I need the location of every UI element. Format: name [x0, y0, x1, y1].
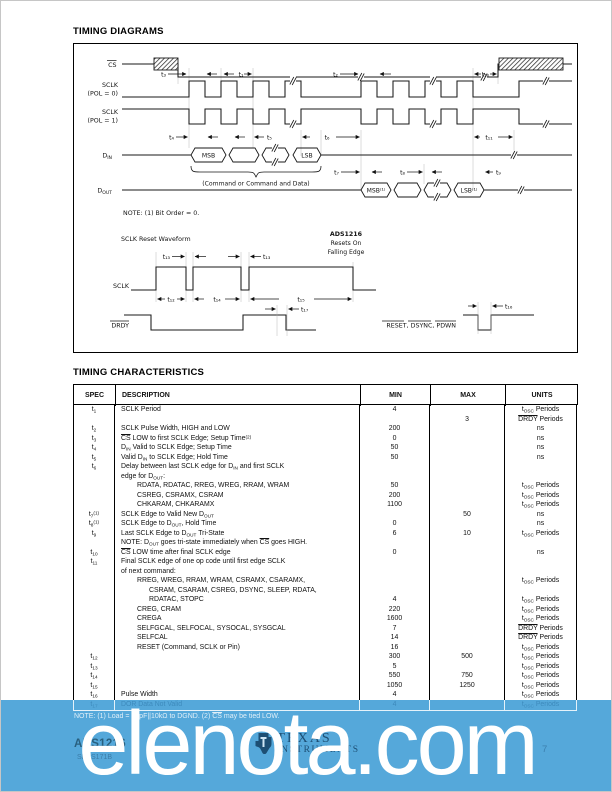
t13-label-left: t₁₃ [163, 254, 171, 261]
din-msb-box-label: MSB [202, 153, 215, 160]
sclk-reset-signal-label: SCLK [113, 283, 130, 290]
t11-label: t₁₁ [485, 135, 493, 142]
table-footnote: NOTE: (1) Load = 20pF||10kΩ to DGND. (2)… [74, 713, 280, 720]
t3-label: t₃ [161, 72, 166, 79]
dout-msb-box-label: MSB⁽¹⁾ [367, 188, 386, 195]
sclk-pol0-label: SCLK [102, 82, 119, 89]
timing-diagram-svg: CS t₃ t₁ t₂ t₁₀ SCLK (POL = 0) [88, 57, 572, 336]
ti-logo-icon [255, 733, 272, 754]
t13-label-right: t₁₃ [263, 254, 271, 261]
ti-logo-texas: TEXAS [276, 731, 332, 746]
t7-label: t₇ [334, 170, 339, 177]
ti-logo-instruments: INSTRUMENTS [276, 745, 360, 755]
ti-logo: TEXAS INSTRUMENTS [254, 732, 359, 756]
table-row: NOTE: DOUT goes tri-state immediately wh… [73, 538, 578, 548]
reset-dsync-pdwn-label: RESET, DSYNC, PDWN [386, 323, 456, 330]
t8-label: t₈ [400, 170, 405, 177]
table-row: of next command: [73, 566, 578, 577]
table-row: RREG, WREG, RRAM, WRAM, CSRAMX, CSARAMX,… [73, 576, 578, 586]
table-header-spec: SPEC [74, 385, 116, 406]
table-header-min: MIN [361, 385, 431, 406]
sclk-pol1-label: SCLK [102, 109, 119, 116]
t1-label: t₁ [239, 72, 244, 79]
cs-signal-label: CS [108, 62, 116, 69]
t2-label: t₂ [333, 72, 338, 79]
t10-label: t₁₀ [482, 72, 490, 79]
table-header-row: SPEC DESCRIPTION MIN MAX UNITS [73, 384, 578, 406]
table-header-description: DESCRIPTION [116, 385, 361, 406]
drdy-signal-label: DRDY [111, 323, 129, 330]
t5-label: t₅ [267, 135, 272, 142]
t15-label: t₁₅ [297, 297, 305, 304]
document-number: SBAS171B [77, 754, 113, 761]
ads1216-label: ADS1216 [330, 231, 363, 238]
t17-label: t₁₇ [301, 307, 309, 314]
din-signal-label: DIN [102, 153, 112, 162]
t6-label: t₆ [325, 135, 330, 142]
falling-edge-label: Falling Edge [328, 249, 365, 256]
t16-label: t₁₆ [505, 304, 513, 311]
diagram-note: NOTE: (1) Bit Order = 0. [123, 210, 199, 217]
page-number: 7 [542, 744, 548, 755]
ti-logo-text: TEXAS INSTRUMENTS [276, 732, 359, 756]
table-row: edge for DOUT: [73, 471, 578, 482]
resets-on-label: Resets On [331, 240, 362, 247]
table-header-units: UNITS [531, 392, 553, 399]
section-title-timing-characteristics: TIMING CHARACTERISTICS [73, 367, 205, 378]
cs-hatch-right [498, 57, 564, 71]
section-title-timing-diagrams: TIMING DIAGRAMS [73, 26, 164, 37]
t4-label: t₄ [169, 135, 174, 142]
sclk-pol0-sublabel: (POL = 0) [88, 91, 118, 98]
part-number: ADS1216 [74, 738, 126, 750]
timing-diagram-figure: CS t₃ t₁ t₂ t₁₀ SCLK (POL = 0) [73, 43, 578, 353]
watermark-banner: NOTE: (1) Load = 20pF||10kΩ to DGND. (2)… [1, 700, 611, 791]
cs-hatch-left [153, 57, 179, 71]
table-row: CSRAM, CSARAM, CSREG, DSYNC, SLEEP, RDAT… [73, 585, 578, 596]
sclk-pol1-sublabel: (POL = 1) [88, 118, 118, 125]
sclk-reset-waveform-title: SCLK Reset Waveform [121, 236, 191, 243]
din-command-caption: (Command or Command and Data) [202, 181, 309, 188]
dout-signal-label: DOUT [97, 188, 112, 197]
t12-label: t₁₂ [167, 297, 175, 304]
table-header-max: MAX [431, 385, 506, 406]
t9-label: t₉ [496, 170, 501, 177]
elenota-watermark: elenota.com [78, 694, 538, 792]
dout-lsb-box-label: LSB⁽¹⁾ [461, 188, 478, 195]
t14-label: t₁₄ [213, 297, 221, 304]
din-lsb-box-label: LSB [301, 153, 312, 160]
